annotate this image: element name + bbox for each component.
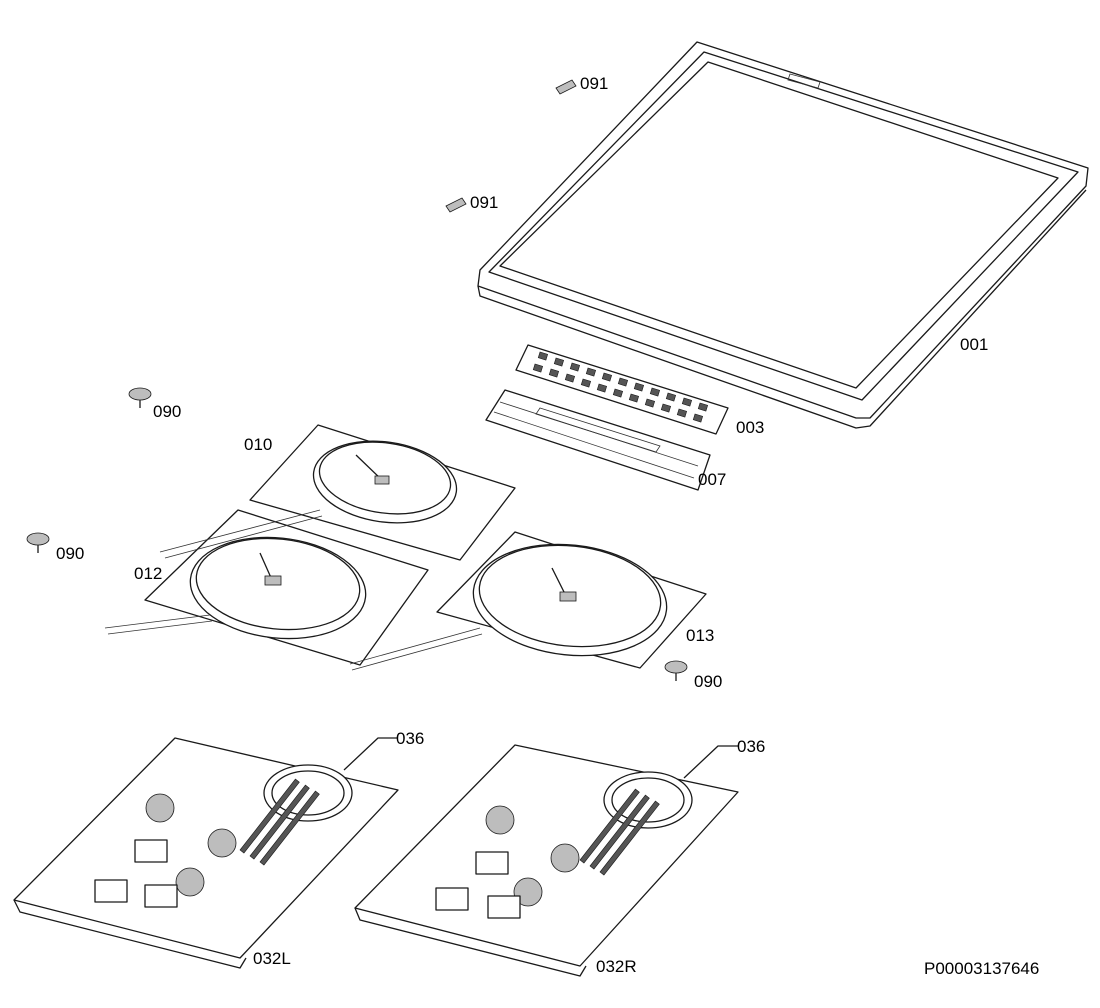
label-032L: 032L — [253, 949, 291, 968]
label-036-right: 036 — [737, 737, 765, 756]
foot-icon — [26, 532, 50, 553]
label-091-top: 091 — [580, 74, 608, 93]
label-003: 003 — [736, 418, 764, 437]
sensor-board — [485, 389, 711, 491]
label-090-mid: 090 — [56, 544, 84, 563]
label-007: 007 — [698, 470, 726, 489]
label-012: 012 — [134, 564, 162, 583]
foot-icon — [128, 387, 152, 408]
label-090-bottom: 090 — [694, 672, 722, 691]
label-013: 013 — [686, 626, 714, 645]
clip-icon — [445, 197, 467, 213]
foot-icon — [664, 660, 688, 681]
label-091-mid: 091 — [470, 193, 498, 212]
glass-top-frame — [477, 41, 1089, 429]
label-090-top: 090 — [153, 402, 181, 421]
control-board — [515, 344, 729, 435]
coil-plate-012 — [104, 509, 429, 666]
coil-plate-013 — [349, 531, 707, 671]
label-010: 010 — [244, 435, 272, 454]
clip-icon — [555, 79, 577, 95]
coil-plate-010 — [249, 424, 516, 561]
label-001: 001 — [960, 335, 988, 354]
document-code: P00003137646 — [924, 959, 1039, 978]
label-036-left: 036 — [396, 729, 424, 748]
power-module-left — [13, 737, 399, 969]
power-module-right — [354, 744, 739, 977]
label-032R: 032R — [596, 957, 637, 976]
